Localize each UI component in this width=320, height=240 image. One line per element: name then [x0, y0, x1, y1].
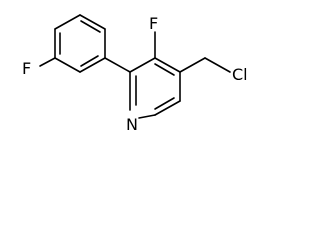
fluorine-label-phenyl: F	[22, 59, 31, 78]
structure-canvas: F F N Cl	[22, 14, 248, 134]
chloromethyl-cl-bond	[204, 57, 231, 73]
pyridine-bond	[129, 57, 156, 73]
phenyl-bond	[79, 14, 106, 30]
biaryl-bond	[104, 57, 131, 73]
phenyl-double-bond	[80, 20, 101, 33]
pyridine-double-bond	[154, 63, 175, 76]
pyridine-ring	[129, 57, 181, 119]
chloromethyl-bond	[179, 57, 206, 73]
chemical-structure-diagram: F F N Cl	[22, 14, 248, 134]
pyridine-bond	[154, 100, 181, 116]
phenyl-ring	[54, 14, 106, 73]
pyridine-bond	[138, 114, 156, 119]
pyridine-double-bond	[154, 97, 175, 110]
phenyl-bond	[79, 57, 106, 73]
phenyl-fluorine-bond	[39, 57, 56, 67]
phenyl-double-bond	[80, 55, 99, 67]
fluorine-label-pyridine: F	[149, 14, 158, 33]
chlorine-label: Cl	[232, 65, 248, 84]
pyridine-bond	[154, 57, 181, 73]
phenyl-bond	[54, 14, 81, 30]
nitrogen-label: N	[126, 115, 138, 134]
phenyl-bond	[54, 57, 81, 73]
